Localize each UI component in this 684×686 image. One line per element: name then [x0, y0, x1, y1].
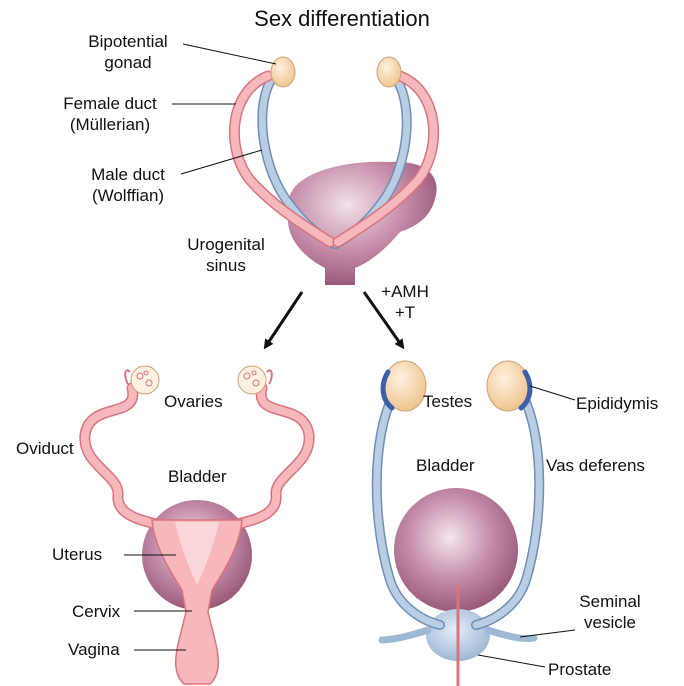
- label-female-duct-line2: (Müllerian): [50, 114, 170, 135]
- label-oviduct: Oviduct: [16, 438, 74, 459]
- label-male-duct-line2: (Wolffian): [76, 185, 180, 206]
- label-cervix: Cervix: [72, 601, 120, 622]
- label-male-bladder: Bladder: [416, 455, 475, 476]
- label-seminal-vesicle-line2: vesicle: [570, 612, 650, 633]
- label-male-duct-line1: Male duct: [76, 164, 180, 185]
- label-uterus: Uterus: [52, 544, 102, 565]
- label-prostate: Prostate: [548, 659, 611, 680]
- label-bipotential-gonad: Bipotential gonad: [72, 31, 184, 73]
- diagram-title: Sex differentiation: [212, 6, 472, 32]
- label-female-duct: Female duct (Müllerian): [50, 93, 170, 135]
- label-hormones: +AMH +T: [370, 281, 440, 323]
- label-amh: +AMH: [370, 281, 440, 302]
- seminal-vesicle-left: [382, 630, 428, 640]
- leader-bipotential-gonad: [183, 44, 276, 64]
- label-urogenital-sinus: Urogenital sinus: [172, 234, 280, 276]
- label-ovaries: Ovaries: [164, 391, 223, 412]
- label-epididymis: Epididymis: [576, 393, 658, 414]
- bipotential-gonad-right: [377, 57, 401, 87]
- label-female-bladder: Bladder: [168, 466, 227, 487]
- label-testosterone: +T: [370, 302, 440, 323]
- bipotential-gonad-left: [271, 57, 295, 87]
- label-urogenital-sinus-line2: sinus: [172, 255, 280, 276]
- label-seminal-vesicle: Seminal vesicle: [570, 591, 650, 633]
- label-bipotential-gonad-line2: gonad: [72, 52, 184, 73]
- male-bladder-shape: [394, 488, 518, 612]
- label-male-duct: Male duct (Wolffian): [76, 164, 180, 206]
- leader-epididymis: [530, 386, 575, 400]
- arrow-to-female: [266, 292, 302, 346]
- male-tract: [377, 361, 575, 686]
- female-tract: [85, 366, 309, 684]
- label-vas-deferens: Vas deferens: [546, 455, 645, 476]
- label-seminal-vesicle-line1: Seminal: [570, 591, 650, 612]
- seminal-vesicle-right: [488, 630, 534, 639]
- label-testes: Testes: [423, 391, 472, 412]
- leader-seminal-vesicle: [520, 630, 575, 637]
- label-female-duct-line1: Female duct: [50, 93, 170, 114]
- label-urogenital-sinus-line1: Urogenital: [172, 234, 280, 255]
- leader-prostate: [478, 655, 545, 667]
- label-vagina: Vagina: [68, 639, 120, 660]
- label-bipotential-gonad-line1: Bipotential: [72, 31, 184, 52]
